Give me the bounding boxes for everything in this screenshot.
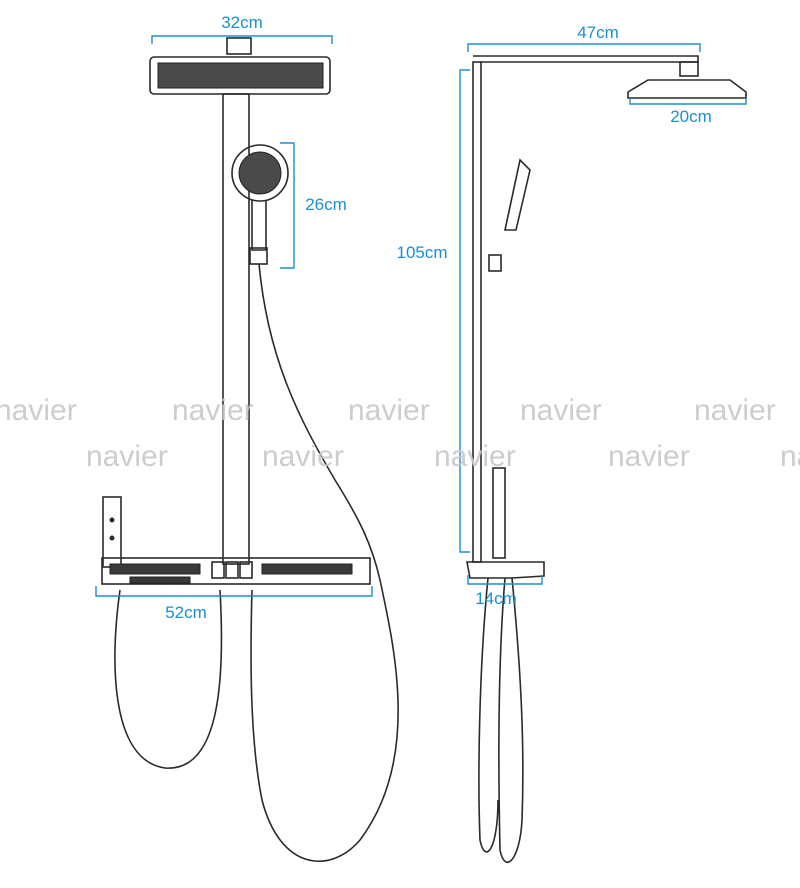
control-button-2 <box>225 561 239 579</box>
overhead-arm <box>473 55 699 63</box>
dim-label-column-height: 105cm <box>396 243 447 262</box>
side-shelf <box>466 561 545 579</box>
watermark-brand-9: navier <box>434 440 516 473</box>
control-button-3 <box>239 561 253 579</box>
side-head-connector <box>679 61 699 77</box>
side-view <box>466 55 747 863</box>
dim-line-shelf-width <box>95 586 373 597</box>
rain-shower-head <box>149 37 331 95</box>
side-bracket <box>492 467 506 559</box>
wall-bracket <box>102 496 122 568</box>
watermark-brand-8: navier <box>262 440 344 473</box>
watermark-brand-5: navier <box>694 394 776 427</box>
watermark-brand-10: navier <box>608 440 690 473</box>
watermark-brand-3: navier <box>348 394 430 427</box>
side-column <box>472 61 482 563</box>
watermark-brand-1: navier <box>0 394 77 427</box>
shelf-body <box>101 557 371 585</box>
dim-label-shelf-width: 52cm <box>165 603 207 622</box>
hand-shower-handle <box>251 200 267 251</box>
dim-label-shelf-depth: 14cm <box>475 589 517 608</box>
hand-shower-nozzles <box>238 151 282 195</box>
side-hose-loop <box>478 577 499 853</box>
thermostatic-shelf <box>101 557 371 585</box>
bracket-screw-bottom <box>109 535 115 541</box>
watermark-brand-2: navier <box>172 394 254 427</box>
dimension-lines <box>95 35 747 597</box>
side-hose <box>498 577 524 863</box>
dim-label-arm-length: 47cm <box>577 23 619 42</box>
main-column <box>222 93 250 565</box>
side-rain-head <box>627 79 747 99</box>
dim-line-head-diameter <box>629 98 747 105</box>
side-holder <box>488 254 502 272</box>
side-hand-shower <box>504 158 531 231</box>
shelf-left-panel <box>109 563 201 575</box>
dim-label-head-diameter: 20cm <box>670 107 712 126</box>
dim-line-rain-head-width <box>151 35 333 44</box>
hand-shower-hose <box>250 263 399 863</box>
front-view <box>101 37 399 863</box>
lower-hose-loop <box>114 589 223 769</box>
shelf-right-panel <box>261 563 353 575</box>
watermark-brand-7: navier <box>86 440 168 473</box>
dim-line-hand-shower-height <box>280 142 295 269</box>
hand-shower-holder <box>249 247 268 265</box>
shelf-outlet <box>129 576 191 584</box>
dim-line-shelf-depth <box>467 575 543 585</box>
hand-shower <box>231 144 289 265</box>
rain-head-connector <box>226 37 252 55</box>
bracket-screw-top <box>109 517 115 523</box>
watermark-brand-4: navier <box>520 394 602 427</box>
rain-head-nozzle-grid <box>157 62 324 89</box>
control-button-1 <box>211 561 225 579</box>
dimension-labels: 32cm 26cm 52cm 47cm 20cm 105cm 14cm <box>165 13 712 622</box>
watermark: navier navier navier navier navier navie… <box>0 394 800 473</box>
dim-line-arm-length <box>467 43 701 52</box>
dim-label-rain-head-width: 32cm <box>221 13 263 32</box>
dim-line-column-height <box>459 69 470 553</box>
watermark-brand-11: navier <box>780 440 800 473</box>
dim-label-hand-shower-height: 26cm <box>305 195 347 214</box>
hand-shower-head <box>231 144 289 202</box>
